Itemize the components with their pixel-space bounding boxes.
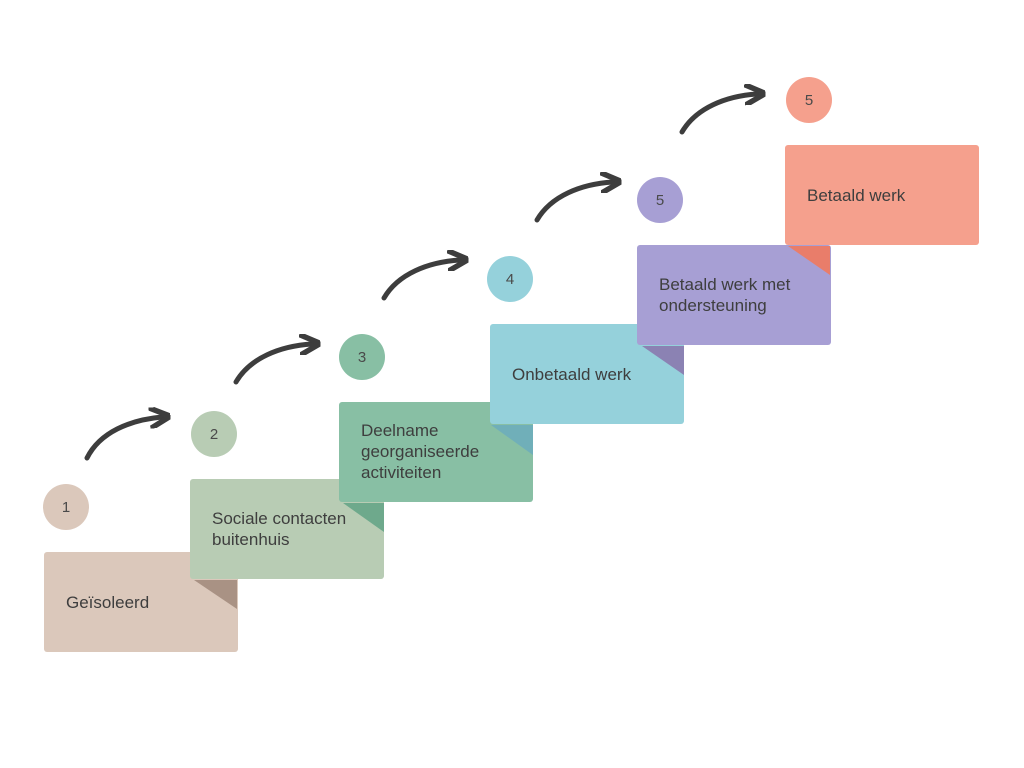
step-label-2: Sociale contacten buitenhuis [212,509,347,549]
step-badge-3: 3 [339,334,385,380]
arrow-4-to-5 [534,182,613,223]
step-card-6: Betaald werk [785,145,979,245]
arrow-3-to-4 [381,260,460,301]
arrow-2-to-3 [233,344,312,385]
step-card-4-fold [642,346,684,375]
step-badge-6: 5 [786,77,832,123]
step-card-3-fold [491,425,533,455]
step-badge-1: 1 [43,484,89,530]
step-label-1: Geïsoleerd [66,592,150,612]
step-label-3: Deelname georganiseerde activiteiten [361,421,480,482]
arrow-5-to-6 [679,94,757,135]
step-label-5: Betaald werk met ondersteuning [659,275,791,315]
step-card-2-fold [343,503,384,532]
step-label-4: Onbetaald werk [512,364,632,384]
step-badge-5: 5 [637,177,683,223]
step-badge-4: 4 [487,256,533,302]
arrow-1-to-2 [84,417,162,461]
step-card-1-fold [194,580,237,609]
step-card-5-fold [788,246,830,275]
step-badge-2: 2 [191,411,237,457]
step-label-6: Betaald werk [807,185,906,205]
